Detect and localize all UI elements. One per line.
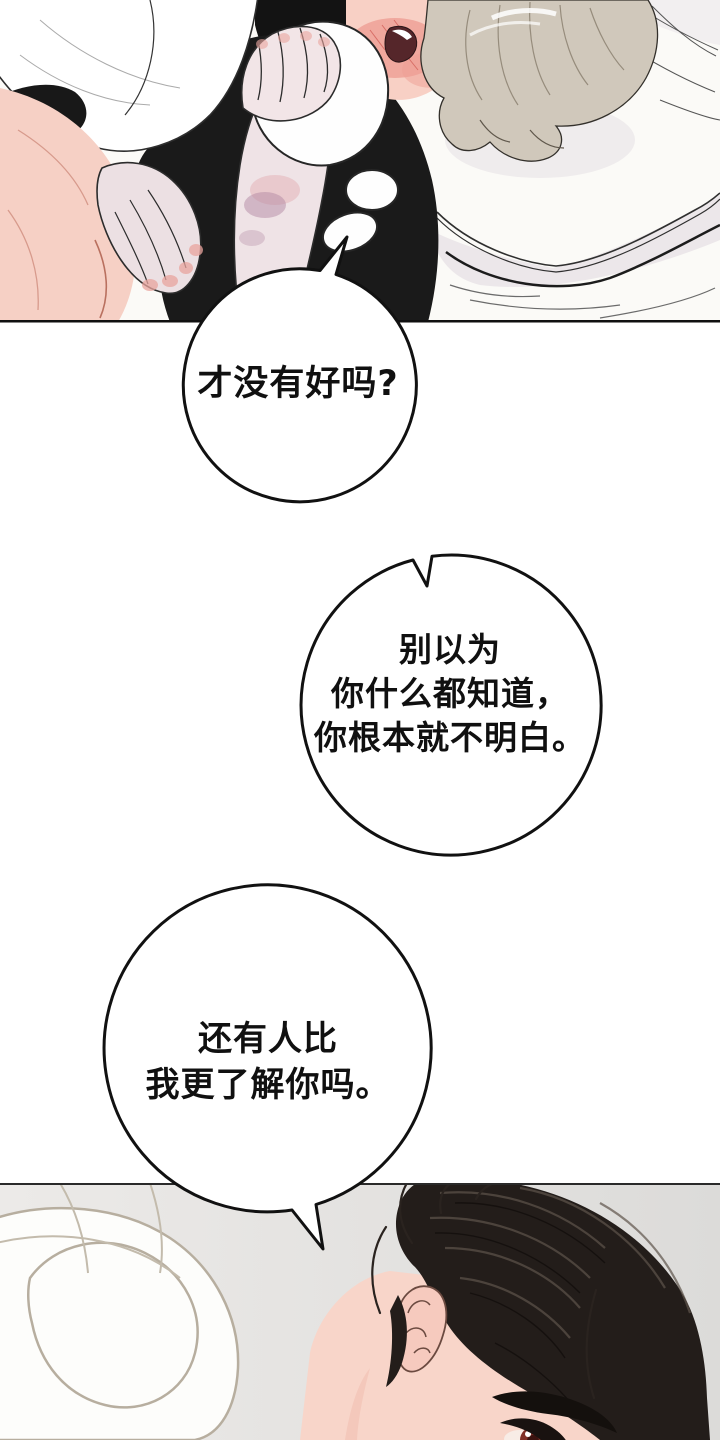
bubble-2-line: 别以为: [399, 630, 501, 669]
sheet-fold-lines: [449, 284, 716, 319]
pillow-seam: [436, 192, 720, 273]
bubble-3-line: 还有人比: [198, 1019, 338, 1059]
sideburn: [386, 1295, 407, 1387]
sleeve-fold: [124, 0, 155, 116]
gripping-hand: [240, 25, 342, 122]
bubble-3-line: 我更了解你吗。: [145, 1065, 391, 1105]
ear-inner-lines: [405, 1300, 431, 1354]
hair-highlight: [469, 8, 557, 37]
bubble-1-text: 才没有好吗?: [178, 356, 418, 412]
panel-bottom-border: [0, 1183, 720, 1185]
bruise: [244, 192, 286, 218]
hair-dark-strands: [434, 1202, 606, 1409]
pillow-bottom-edge: [445, 223, 720, 288]
eye-highlight: [525, 1431, 531, 1437]
panel-bottom-artwork: [0, 1183, 720, 1440]
panel-top-border: [0, 320, 720, 323]
neck-shadow: [345, 1368, 370, 1440]
teeth: [392, 29, 412, 40]
bruise-2: [239, 230, 265, 246]
hair-strands: [465, 1, 625, 149]
bubble-1-line: 才没有好吗?: [197, 364, 399, 404]
bubble-2-text: 别以为 你什么都知道， 你根本就不明白。: [290, 628, 610, 760]
panel-top-artwork: [0, 0, 720, 323]
knuckle-blush: [256, 31, 330, 49]
hair-highlight-streaks: [429, 1186, 692, 1339]
upper-lash: [500, 1418, 566, 1440]
pillow-shadow: [430, 195, 720, 287]
bubble-3-text: 还有人比 我更了解你吗。: [96, 1016, 440, 1108]
eyebrow: [492, 1391, 617, 1433]
bubble-2-line: 你根本就不明白。: [314, 718, 586, 757]
sleeve-shading: [19, 19, 181, 106]
leg-creases: [7, 129, 108, 319]
bubble-2-line: 你什么都知道，: [331, 674, 569, 713]
